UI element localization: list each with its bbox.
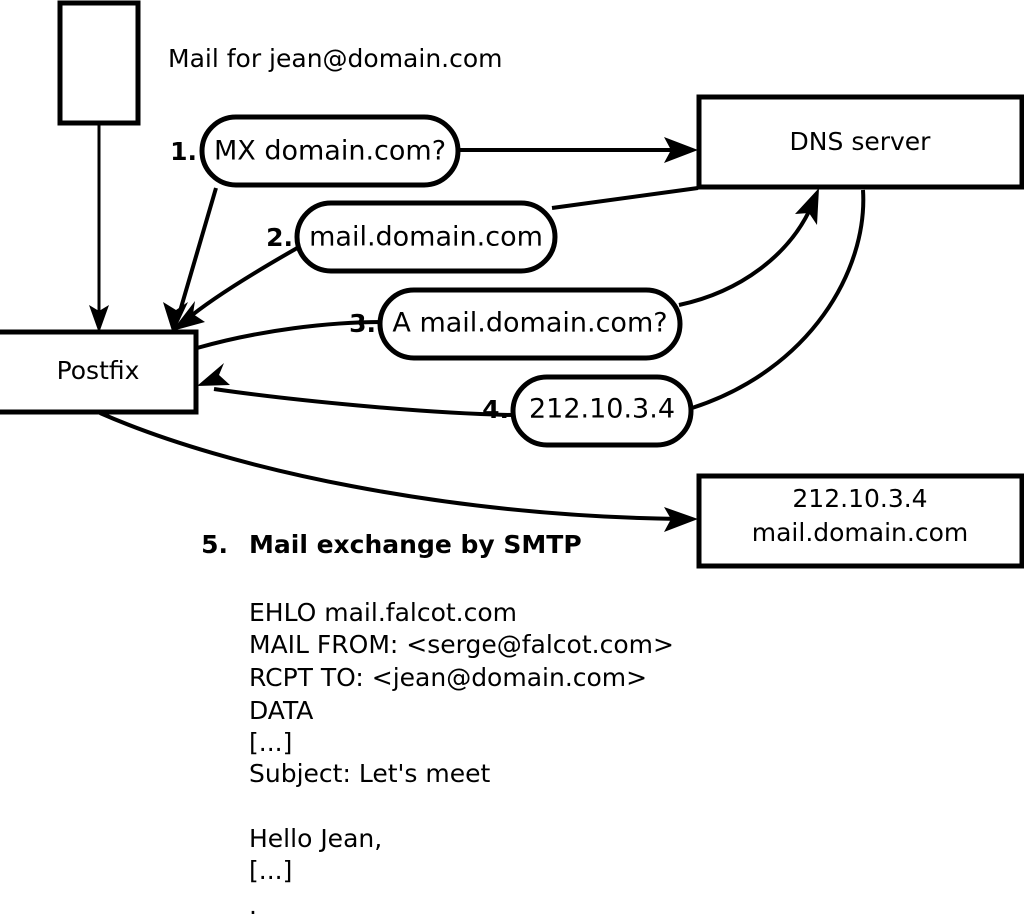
arrowhead-sender-to-postfix (89, 305, 109, 333)
step-number-5: 5. (201, 530, 228, 559)
arrowhead-step2-to-postfix (172, 301, 205, 331)
step-number-2: 2. (266, 223, 293, 252)
edge-step3-to-dns (678, 204, 814, 307)
bubble-step-2[interactable] (294, 200, 558, 274)
arrowhead-postfix-to-mailserver (664, 507, 698, 532)
step-number-4: 4. (482, 395, 509, 424)
edge-dns-to-step4 (691, 189, 866, 410)
edge-postfix-to-step3 (196, 320, 383, 350)
smtp-line-8: [...] (249, 856, 292, 885)
smtp-line-2: RCPT TO: <jean@domain.com> (249, 663, 647, 692)
edge-step1-tail-to-postfix (176, 187, 218, 319)
node-mailserver-ip: 212.10.3.4 (792, 484, 927, 513)
node-postfix-box[interactable] (0, 329, 199, 415)
smtp-exchange-title: Mail exchange by SMTP (249, 530, 582, 559)
bubble-step-3[interactable] (377, 287, 683, 361)
node-dns-box[interactable] (696, 94, 1024, 190)
smtp-line-1: MAIL FROM: <serge@falcot.com> (249, 630, 674, 659)
node-dns-label: DNS server (790, 127, 932, 156)
edge-dns-to-step2 (551, 186, 699, 210)
bubble-step-3-label: A mail.domain.com? (392, 308, 667, 339)
smtp-line-5: Subject: Let's meet (249, 759, 490, 788)
arrowhead-step3-to-dns (795, 188, 819, 225)
smtp-line-3: DATA (249, 696, 313, 725)
smtp-line-9: . (249, 891, 257, 919)
arrowhead-step1-tail-to-postfix (163, 302, 188, 334)
bubble-step-1[interactable] (199, 114, 461, 188)
bubble-step-4-label: 212.10.3.4 (529, 394, 675, 425)
node-mailserver-box[interactable] (696, 473, 1024, 569)
step-number-3: 3. (349, 309, 376, 338)
node-postfix-label: Postfix (57, 356, 140, 385)
caption-mail-for: Mail for jean@domain.com (168, 44, 503, 73)
edge-step4-to-postfix (213, 387, 512, 417)
bubble-step-1-label: MX domain.com? (214, 136, 446, 167)
arrowhead-step4-to-postfix (197, 363, 230, 386)
step-number-1: 1. (170, 137, 197, 166)
smtp-line-7: Hello Jean, (249, 824, 382, 853)
edge-step2-to-postfix (184, 245, 300, 322)
node-sender-box[interactable] (57, 0, 141, 126)
smtp-line-0: EHLO mail.falcot.com (249, 598, 517, 627)
bubble-step-2-label: mail.domain.com (309, 222, 543, 253)
smtp-line-4: [...] (249, 728, 292, 757)
arrowhead-step1-to-dns (664, 137, 698, 163)
edge-postfix-to-mailserver (99, 411, 681, 521)
bubble-step-4[interactable] (510, 374, 694, 448)
node-mailserver-host: mail.domain.com (752, 518, 968, 547)
